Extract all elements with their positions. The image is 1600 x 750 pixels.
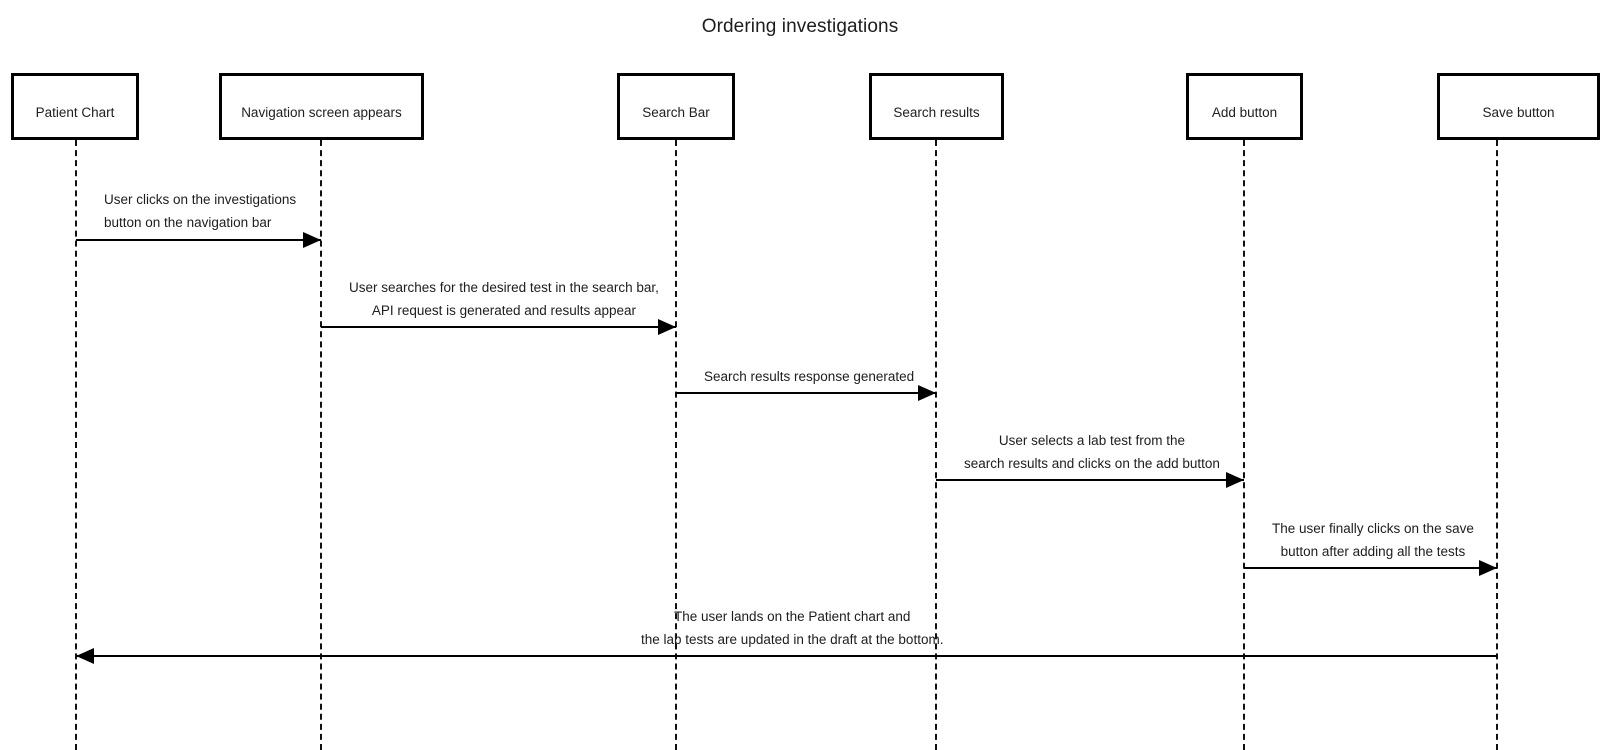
- message-line-msg-4: [936, 479, 1244, 481]
- participant-label-save-button: Save button: [1482, 105, 1555, 121]
- message-label-line: User clicks on the investigations: [104, 192, 297, 207]
- lifeline-search-bar: [675, 140, 677, 750]
- message-label-msg-1: User clicks on the investigations button …: [104, 188, 296, 234]
- lifeline-navigation-screen: [320, 140, 322, 750]
- message-line-msg-1: [76, 239, 321, 241]
- participant-label-add-button: Add button: [1211, 105, 1278, 121]
- participant-add-button[interactable]: Add button: [1186, 73, 1303, 140]
- message-label-line: button after adding all the tests: [1280, 544, 1466, 559]
- participant-navigation-screen[interactable]: Navigation screen appears: [219, 73, 424, 140]
- message-arrowhead-msg-4: [1226, 472, 1244, 488]
- message-arrowhead-msg-3: [918, 385, 936, 401]
- message-label-line: The user lands on the Patient chart and: [674, 609, 911, 624]
- participant-save-button[interactable]: Save button: [1437, 73, 1600, 140]
- message-label-line: User selects a lab test from the: [998, 433, 1185, 448]
- message-label-msg-6: The user lands on the Patient chart and t…: [641, 605, 943, 651]
- participant-label-search-bar: Search Bar: [642, 105, 710, 121]
- message-label-line: search results and clicks on the add but…: [964, 456, 1220, 471]
- message-arrowhead-msg-1: [303, 232, 321, 248]
- lifeline-add-button: [1243, 140, 1245, 750]
- message-label-msg-4: User selects a lab test from the search r…: [964, 429, 1220, 475]
- message-line-msg-5: [1244, 567, 1497, 569]
- message-label-line: API request is generated and results app…: [371, 303, 637, 318]
- lifeline-patient-chart: [75, 140, 77, 750]
- message-label-line: Search results response generated: [704, 369, 915, 384]
- message-arrowhead-msg-5: [1479, 560, 1497, 576]
- message-label-msg-3: Search results response generated: [704, 365, 914, 388]
- message-line-msg-3: [676, 392, 936, 394]
- message-arrowhead-msg-6: [76, 648, 94, 664]
- participant-search-results[interactable]: Search results: [869, 73, 1004, 140]
- message-label-msg-2: User searches for the desired test in th…: [349, 276, 659, 322]
- participant-patient-chart[interactable]: Patient Chart: [11, 73, 139, 140]
- message-line-msg-2: [321, 326, 676, 328]
- message-label-line: User searches for the desired test in th…: [349, 280, 659, 295]
- participant-label-patient-chart: Patient Chart: [35, 105, 115, 121]
- lifeline-save-button: [1496, 140, 1498, 750]
- message-label-line: button on the navigation bar: [104, 215, 272, 230]
- message-label-msg-5: The user finally clicks on the save butto…: [1272, 517, 1474, 563]
- message-label-line: the lab tests are updated in the draft a…: [641, 632, 944, 647]
- message-arrowhead-msg-2: [658, 319, 676, 335]
- participant-search-bar[interactable]: Search Bar: [617, 73, 735, 140]
- page-title: Ordering investigations: [701, 16, 899, 37]
- message-label-line: The user finally clicks on the save: [1272, 521, 1474, 536]
- lifeline-search-results: [935, 140, 937, 750]
- message-line-msg-6: [76, 655, 1497, 657]
- participant-label-navigation-screen: Navigation screen appears: [241, 105, 402, 121]
- participant-label-search-results: Search results: [893, 105, 980, 121]
